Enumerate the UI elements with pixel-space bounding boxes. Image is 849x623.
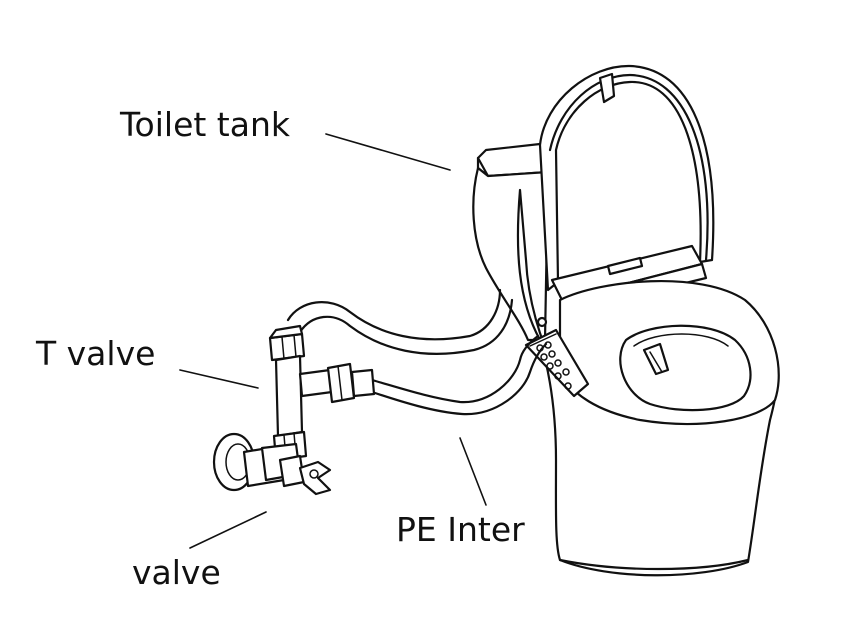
pe-inter-label: PE Inter [396,510,525,549]
toilet-seat [558,279,780,425]
valve-leader [189,511,267,549]
toilet-tank-label: Toilet tank [120,105,290,144]
angle-valve [212,432,332,496]
pe-inter-leader [459,437,487,506]
t-valve-assembly [268,324,376,462]
t-valve-label: T valve [36,334,156,373]
toilet-lid [538,64,715,292]
t-valve-leader [179,369,259,389]
pe-inter-hose [370,334,548,416]
valve-label: valve [132,553,221,592]
upper-hose [286,288,514,355]
side-control-panel [524,316,590,398]
toilet-tank-leader [325,133,451,171]
toilet-body [472,142,779,577]
